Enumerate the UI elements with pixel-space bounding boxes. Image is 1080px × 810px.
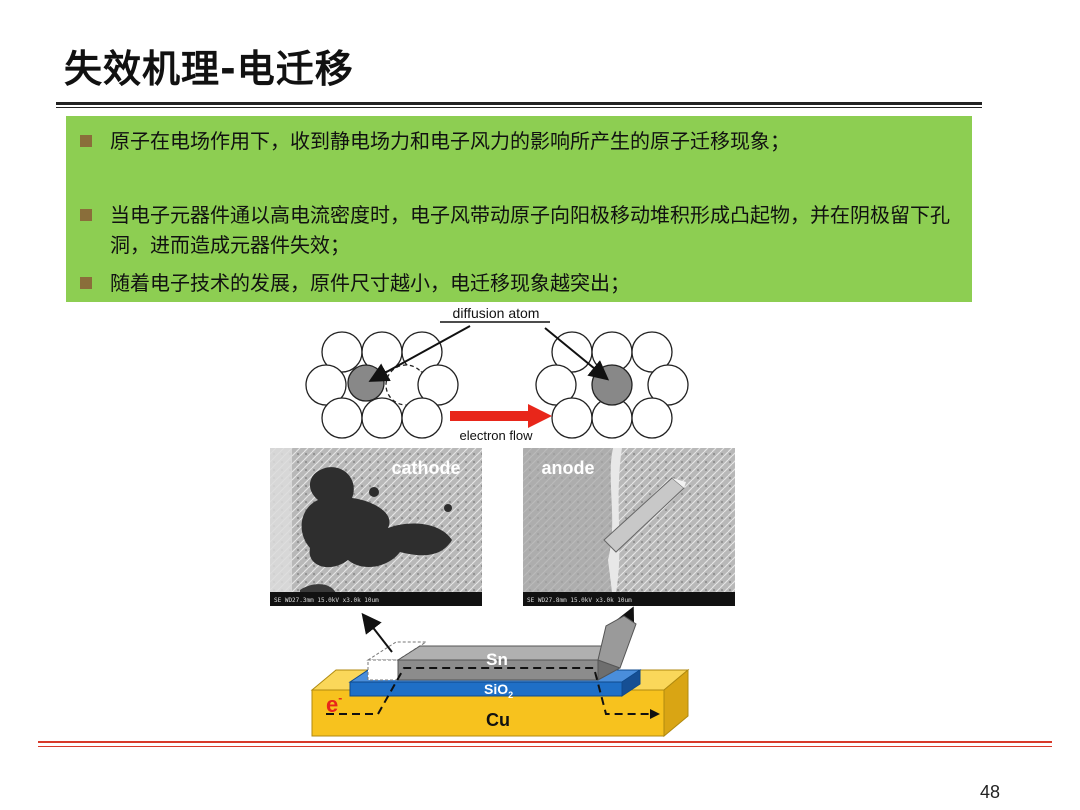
electron-flow-label: electron flow — [460, 428, 534, 443]
sem-caption-left: SE WD27.3mm 15.0kV x3.0k 10um — [274, 597, 379, 604]
bullet-box: 原子在电场作用下，收到静电场力和电子风力的影响所产生的原子迁移现象； 当电子元器… — [66, 116, 972, 302]
sem-image-cathode: SE WD27.3mm 15.0kV x3.0k 10um cathode — [270, 448, 482, 606]
left-lattice — [305, 331, 459, 439]
sem-caption-right: SE WD27.8mm 15.0kV x3.0k 10um — [527, 597, 632, 604]
sn-layer-label: Sn — [486, 650, 508, 669]
pointer-arrow-left — [368, 325, 471, 382]
bullet-text: 当电子元器件通以高电流密度时，电子风带动原子向阳极移动堆积形成凸起物，并在阴极留… — [110, 203, 950, 257]
page-number: 48 — [980, 782, 1001, 802]
slide-title: 失效机理-电迁移 — [64, 47, 354, 91]
right-lattice — [535, 331, 689, 439]
electron-flow-arrow-shaft — [450, 411, 530, 421]
title-rule-thin — [56, 107, 982, 108]
bullet-square-icon — [80, 135, 92, 147]
device-stack — [310, 615, 690, 738]
cathode-label: cathode — [391, 458, 460, 478]
pointer-arrow-right — [544, 327, 610, 381]
bullet-square-icon — [80, 209, 92, 221]
electron-flow-arrow-head — [528, 404, 552, 428]
diffusing-atom-left — [347, 364, 385, 402]
bullet-square-icon — [80, 277, 92, 289]
sio2-layer-label: SiO2 — [484, 681, 513, 700]
sem-image-anode: SE WD27.8mm 15.0kV x3.0k 10um anode — [523, 448, 735, 606]
bullet-text: 原子在电场作用下，收到静电场力和电子风力的影响所产生的原子迁移现象； — [110, 129, 790, 153]
diffusion-atom-label: diffusion atom — [453, 305, 540, 321]
bullet-text: 随着电子技术的发展，原件尺寸越小，电迁移现象越突出； — [110, 271, 630, 295]
cu-layer-label: Cu — [486, 710, 510, 730]
pointer-arrow-to-cathode — [361, 612, 393, 653]
title-rule-thick — [56, 102, 982, 105]
anode-label: anode — [541, 458, 594, 478]
electron-symbol: e- — [326, 691, 342, 717]
footer-rule-thick — [38, 741, 1052, 743]
footer-rule-thin — [38, 746, 1052, 747]
